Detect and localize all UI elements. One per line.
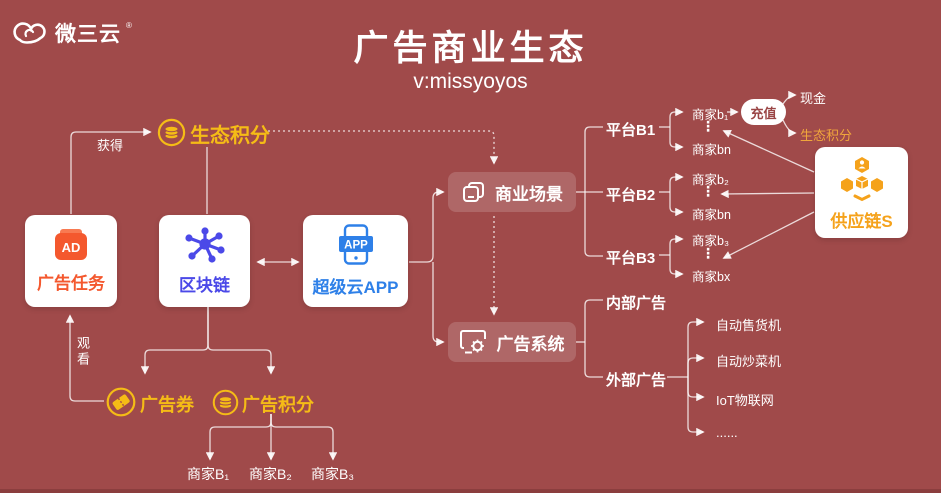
node-blockchain: 区块链	[159, 215, 250, 307]
blockchain-label: 区块链	[179, 276, 230, 295]
merchant-bn-2: 商家bn	[692, 208, 731, 222]
node-biz-scene: 商业场景	[448, 172, 576, 212]
brace-platform-b1	[659, 107, 684, 152]
ad-icon: AD	[55, 229, 87, 260]
app-icon: APP	[338, 224, 373, 265]
merchant-b3: 商家b₃	[692, 234, 730, 248]
svg-text:AD: AD	[62, 240, 81, 255]
scene-icon	[463, 181, 484, 202]
bracket-external-devices	[667, 317, 705, 437]
device-more: ......	[716, 425, 738, 440]
watch-label: 观看	[75, 336, 90, 368]
ad-points-coin-icon	[212, 389, 239, 416]
eco-points-right-label: 生态积分	[800, 128, 853, 143]
arrows-adpoints-merchants	[205, 414, 338, 461]
brand-logo: 微三云 ®	[12, 16, 132, 50]
device-cooking: 自动炒菜机	[716, 354, 782, 369]
brand-name: 微三云	[55, 23, 121, 46]
ad-points-label: 广告积分	[242, 395, 314, 415]
svg-text:APP: APP	[344, 240, 368, 252]
merchant-b1: 商家b₁	[692, 108, 729, 122]
page-title: 广告商业生态	[353, 29, 588, 68]
merchant-bn-1: 商家bn	[692, 143, 731, 157]
dashed-ecopoints-scene	[268, 130, 499, 165]
supply-chain-icon	[840, 156, 883, 201]
arrow-recharge-ecopoints	[782, 119, 797, 138]
gain-label: 获得	[97, 138, 124, 153]
page-subtitle: v:missyoyos	[413, 70, 528, 93]
arrow-recharge-cash	[782, 90, 797, 105]
platform-b3-label: 平台B3	[606, 250, 656, 267]
ad-task-label: 广告任务	[37, 274, 105, 293]
biz-scene-label: 商业场景	[495, 184, 563, 204]
platform-b2-label: 平台B2	[606, 187, 656, 204]
ellipsis-b3: ⋮	[701, 245, 715, 261]
node-super-app: APP 超级云APP	[303, 215, 408, 307]
brace-platform-b3	[659, 234, 684, 279]
bottom-merchant-b2: 商家B₂	[249, 466, 292, 482]
ellipsis-b1: ⋮	[701, 118, 715, 134]
node-supply-chain: 供应链S	[815, 147, 908, 238]
node-ad-system: 广告系统	[448, 322, 576, 362]
super-app-label: 超级云APP	[312, 278, 399, 297]
arrows-supplychain-merchants	[720, 129, 815, 259]
device-iot: IoT物联网	[716, 393, 774, 408]
bottom-edge-strip	[0, 489, 941, 493]
arrow-blockchain-adpoints	[207, 307, 276, 375]
ad-coupon-icon	[106, 387, 136, 417]
platform-b1-label: 平台B1	[606, 122, 656, 139]
arrow-gain	[70, 127, 152, 214]
arrow-superapp-scene	[409, 187, 445, 263]
merchant-b2: 商家b₂	[692, 173, 729, 187]
cash-label: 现金	[800, 91, 827, 106]
bottom-merchant-b3: 商家B₃	[311, 466, 355, 482]
cloud-logo-icon	[13, 22, 46, 44]
device-vending: 自动售货机	[716, 318, 782, 333]
ad-coupon-label: 广告券	[140, 395, 194, 415]
eco-points-label: 生态积分	[190, 125, 270, 147]
ad-system-label: 广告系统	[496, 334, 565, 354]
bracket-adsystem-ads	[576, 299, 603, 378]
node-ad-task: AD 广告任务	[25, 215, 117, 307]
bottom-merchant-b1: 商家B₁	[187, 466, 230, 482]
ellipsis-b2: ⋮	[701, 183, 715, 199]
supply-chain-label: 供应链S	[830, 211, 893, 231]
internal-ads-label: 内部广告	[606, 295, 667, 312]
eco-points-coin-icon	[157, 118, 186, 147]
blockchain-icon	[184, 227, 225, 263]
external-ads-label: 外部广告	[606, 372, 667, 389]
registered-mark: ®	[126, 20, 132, 30]
recharge-badge: 充值	[741, 99, 786, 125]
arrow-superapp-adsystem	[432, 262, 445, 347]
bracket-scene-platforms	[576, 126, 603, 257]
arrow-blockchain-coupon	[140, 307, 209, 375]
arrow-watch	[65, 314, 104, 402]
brace-platform-b2	[659, 172, 684, 217]
merchant-bx: 商家bx	[692, 270, 731, 284]
ad-system-icon	[459, 330, 486, 354]
